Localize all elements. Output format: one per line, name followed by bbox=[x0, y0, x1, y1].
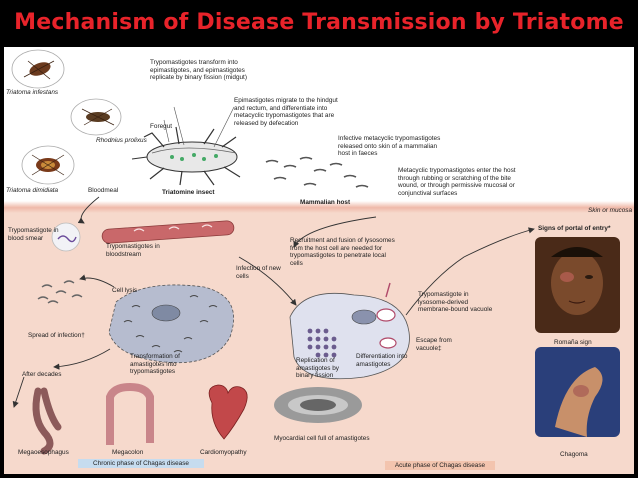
chagoma-label: Chagoma bbox=[560, 451, 588, 458]
triatoma-infestans-image bbox=[11, 49, 65, 89]
blood-smear-image bbox=[51, 222, 81, 252]
diagram-artwork bbox=[11, 49, 535, 455]
rhodnius-prolixus-label: Rhodnius prolixus bbox=[96, 137, 147, 144]
megaoesophagus-label: Megaoesophagus bbox=[18, 449, 69, 456]
trypo-transform-text: Trypomastigotes transform into epimastig… bbox=[150, 59, 247, 82]
infection-new-cells-label: Infection of new cells bbox=[236, 265, 281, 280]
skin-layer bbox=[4, 201, 634, 213]
rhodnius-prolixus-image bbox=[70, 98, 122, 136]
blood-vessel bbox=[101, 220, 235, 244]
lysed-cell bbox=[108, 284, 234, 364]
triatomine-insect-diagram bbox=[131, 126, 241, 186]
diagram-panel: Triatoma infestans Rhodnius prolixus Tri… bbox=[4, 47, 634, 474]
cell-lysis-label: Cell lysis bbox=[112, 287, 138, 294]
recruitment-text: Recruitment and fusion of lysosomes from… bbox=[290, 237, 395, 267]
escape-vacuole-label: Escape from vacuole‡ bbox=[416, 337, 452, 352]
chagoma-photo bbox=[535, 347, 620, 437]
title-bar: Mechanism of Disease Transmission by Tri… bbox=[0, 0, 638, 44]
infective-metacyclic-text: Infective metacyclic trypomastigotes rel… bbox=[338, 135, 441, 158]
cardiomyopathy-image bbox=[208, 384, 248, 440]
skin-mucosa-label: Skin or mucosa bbox=[588, 207, 633, 214]
differentiation-label: Differentiation into amastigotes bbox=[356, 353, 408, 368]
epimastigote-migrate-text: Epimastigotes migrate to the hindgut and… bbox=[234, 97, 338, 127]
released-trypomastigotes bbox=[37, 280, 83, 304]
blood-smear-label: Trypomastigote in blood smear bbox=[8, 227, 59, 242]
page-title: Mechanism of Disease Transmission by Tri… bbox=[14, 9, 624, 35]
triatomine-insect-label: Triatomine insect bbox=[162, 189, 215, 196]
triatoma-dimidiata-label: Triatoma dimidiata bbox=[6, 187, 59, 194]
infected-host-cell bbox=[289, 282, 410, 380]
acute-phase-label: Acute phase of Chagas disease bbox=[385, 461, 495, 470]
after-decades-label: After decades bbox=[22, 371, 62, 378]
trypo-lysosome-label: Trypomastigote in lysosome-derived membr… bbox=[418, 291, 493, 314]
transformation-label: Transformation of amastigotes into trypo… bbox=[130, 353, 180, 376]
cardiomyopathy-label: Cardiomyopathy bbox=[200, 449, 247, 456]
megacolon-label: Megacolon bbox=[112, 449, 144, 456]
triatoma-infestans-label: Triatoma infestans bbox=[6, 89, 59, 96]
mammalian-host-label: Mammalian host bbox=[300, 199, 351, 206]
megaoesophagus-image bbox=[32, 387, 62, 455]
signs-portal-label: Signs of portal of entry* bbox=[538, 225, 611, 232]
myocardial-cell-image bbox=[274, 387, 362, 423]
triatoma-dimidiata-image bbox=[21, 145, 75, 185]
spread-infection-label: Spread of infection† bbox=[28, 332, 85, 339]
metacyclic-trypomastigotes bbox=[265, 156, 369, 188]
foregut-label: Foregut bbox=[150, 123, 173, 130]
megacolon-image bbox=[106, 382, 154, 445]
romana-sign-label: Romaña sign bbox=[554, 339, 592, 346]
romana-sign-photo bbox=[535, 237, 620, 333]
myocardial-cell-label: Myocardial cell full of amastigotes bbox=[274, 435, 370, 442]
bloodmeal-label: Bloodmeal bbox=[88, 187, 119, 194]
metacyclic-enter-text: Metacyclic trypomastigotes enter the hos… bbox=[398, 167, 516, 197]
bloodstream-label: Trypomastigotes in bloodstream bbox=[106, 243, 160, 258]
chronic-phase-label: Chronic phase of Chagas disease bbox=[78, 459, 204, 468]
replication-label: Replication of amastigotes by binary fis… bbox=[296, 357, 339, 380]
